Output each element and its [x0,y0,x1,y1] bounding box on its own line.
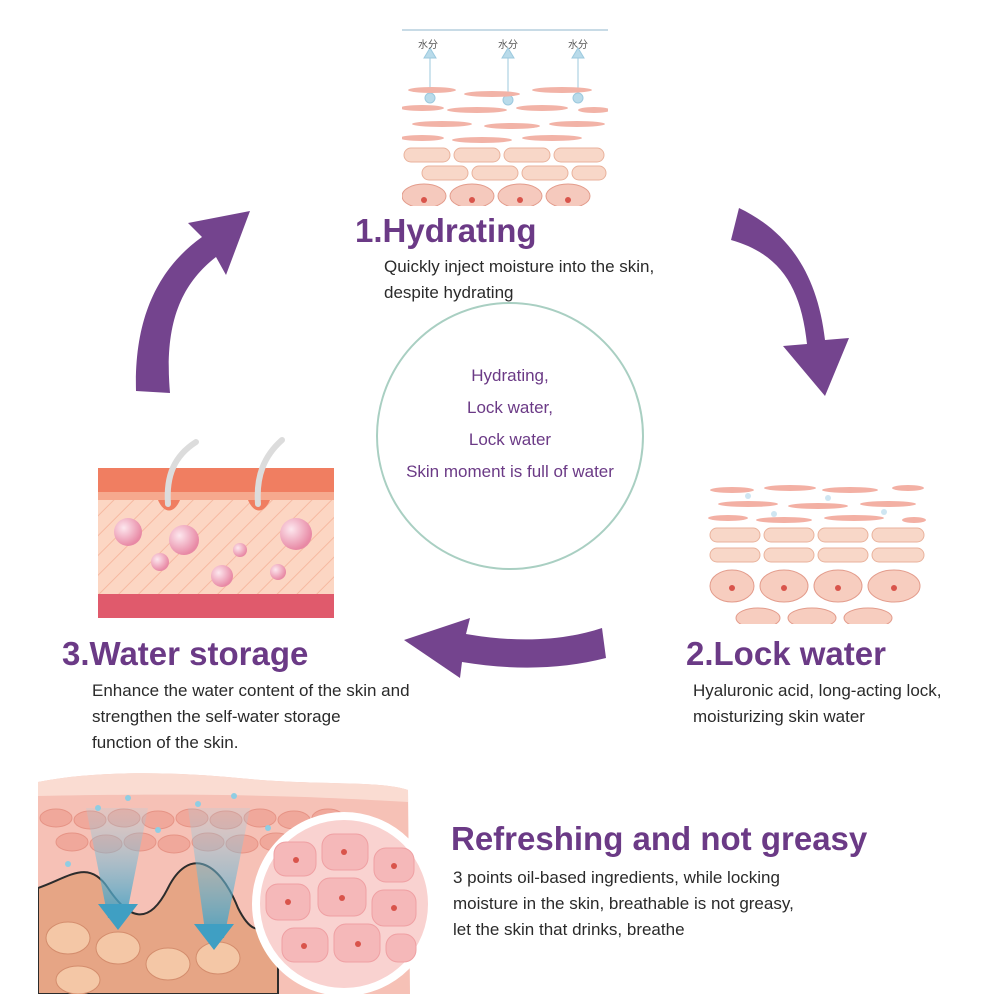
summary-line: Hydrating, [471,366,549,385]
bottom-description-line: let the skin that drinks, breathe [453,920,685,939]
step3-description-line: Enhance the water content of the skin an… [92,681,410,700]
summary-line: Lock water [468,430,552,449]
bottom-description-line: moisture in the skin, breathable is not … [453,894,794,913]
summary-line: Skin moment is full of water [406,462,614,481]
lock-water-skin-illustration [708,478,926,624]
moisture-label: 水分 [498,39,518,51]
step3-description-line: strengthen the self-water storage [92,707,341,726]
arrow-curved-left-icon [404,618,606,678]
step3-description: Enhance the water content of the skin an… [92,678,410,756]
skin-cross-section-illustration [38,773,436,994]
step1-description-line: Quickly inject moisture into the skin, [384,257,655,276]
hydrating-skin-illustration: 水分 水分 水分 [402,28,608,206]
arrow-curved-up-right-icon [135,211,250,393]
step2-description: Hyaluronic acid, long-acting lock, moist… [693,678,942,730]
step1-description: Quickly inject moisture into the skin, d… [384,254,654,306]
summary-line: Lock water, [467,398,553,417]
arrow-curved-right-down-icon [731,208,849,396]
step1-title: 1.Hydrating [355,212,537,249]
step2-description-line: Hyaluronic acid, long-acting lock, [693,681,942,700]
bottom-title: Refreshing and not greasy [451,820,868,857]
step1-description-line: despite hydrating [384,283,514,302]
step3-title: 3.Water storage [62,635,309,672]
summary-circle: Hydrating, Lock water, Lock water Skin m… [376,302,644,570]
moisture-label: 水分 [568,39,588,51]
step2-description-line: moisturizing skin water [693,707,865,726]
water-storage-skin-illustration [98,437,334,618]
moisture-label: 水分 [418,39,438,51]
bottom-description-line: 3 points oil-based ingredients, while lo… [453,868,780,887]
bottom-description: 3 points oil-based ingredients, while lo… [453,865,794,943]
step3-description-line: function of the skin. [92,733,239,752]
step2-title: 2.Lock water [686,635,886,672]
